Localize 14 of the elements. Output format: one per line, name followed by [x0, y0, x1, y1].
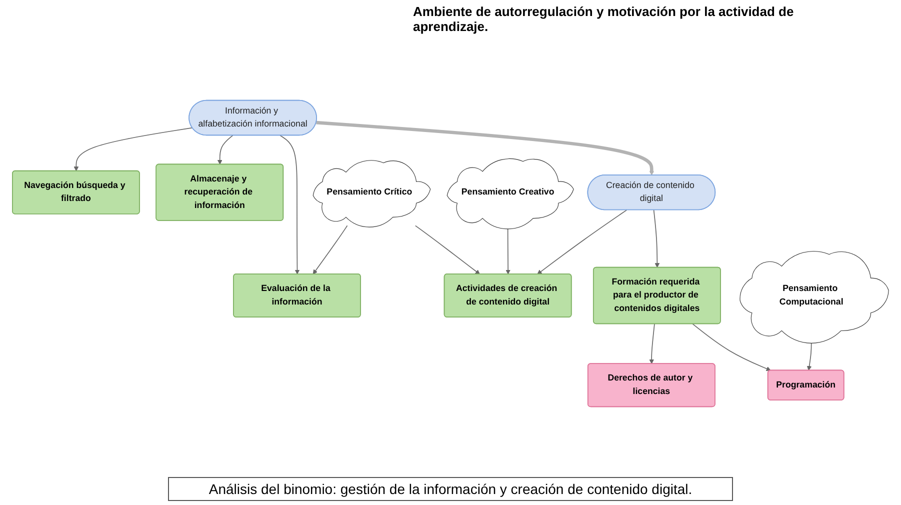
arrow	[312, 225, 348, 274]
arrow	[74, 127, 193, 172]
arrow	[506, 227, 510, 274]
arrow	[653, 210, 660, 268]
arrow	[217, 135, 234, 165]
arrow	[692, 324, 771, 371]
arrow	[649, 324, 655, 364]
arrow	[316, 120, 654, 176]
arrow	[280, 135, 300, 274]
note-text: Ambiente de autorregulación y motivación por la actividad de aprendizaje.	[413, 4, 795, 34]
caption: Análisis del binomio: gestión de la información y creación de contenido digital.	[168, 477, 734, 501]
arrow	[414, 225, 480, 274]
arrow	[806, 341, 812, 371]
arrow	[537, 210, 628, 274]
